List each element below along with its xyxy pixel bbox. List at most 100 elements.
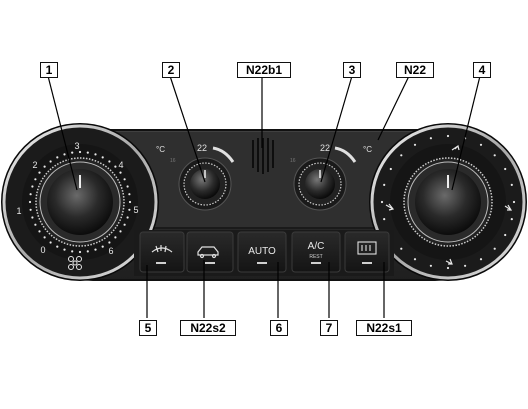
left-temperature-scale: °C 22 16 bbox=[156, 143, 235, 164]
ring-dot bbox=[119, 230, 122, 233]
ring-dot bbox=[38, 230, 41, 233]
right-temp-setpoint: 22 bbox=[320, 143, 330, 153]
scale-mark-3: 3 bbox=[74, 141, 79, 151]
ring-dot bbox=[429, 137, 432, 140]
recirculation-button[interactable] bbox=[186, 231, 234, 273]
ring-dot bbox=[446, 134, 450, 138]
ring-dot bbox=[128, 193, 131, 196]
ring-dot bbox=[493, 154, 496, 157]
leader-lines bbox=[47, 75, 481, 318]
left-knob-scale: 0 1 2 3 4 5 6 bbox=[16, 141, 138, 256]
ring-dot bbox=[119, 171, 122, 174]
scale-mark-0: 0 bbox=[40, 245, 45, 255]
ring-dot bbox=[78, 250, 82, 254]
ring-dot bbox=[413, 258, 417, 261]
ring-dot bbox=[108, 160, 111, 163]
rear-window-defrost-icon bbox=[357, 241, 377, 255]
ring-dot bbox=[512, 200, 516, 204]
ring-dot bbox=[31, 216, 34, 219]
ring-dot bbox=[493, 247, 496, 250]
right-temperature-scale: 22 16 °C bbox=[290, 143, 372, 164]
right-temp-low: 16 bbox=[290, 158, 296, 164]
ring-dot bbox=[38, 171, 41, 174]
ring-dot bbox=[126, 185, 129, 188]
ring-dot bbox=[56, 156, 59, 159]
scale-mark-4: 4 bbox=[118, 160, 123, 170]
ring-dot bbox=[63, 153, 66, 156]
callout-n22: N22 bbox=[396, 62, 434, 78]
ring-dot bbox=[114, 165, 117, 168]
air-distribution-knob[interactable] bbox=[403, 157, 493, 247]
ring-dot bbox=[86, 250, 89, 253]
ring-dot bbox=[479, 143, 483, 146]
right-temperature-knob[interactable] bbox=[293, 157, 347, 211]
scale-mark-1: 1 bbox=[16, 206, 21, 216]
ring-dot bbox=[34, 178, 37, 181]
air-to-face-icon bbox=[451, 144, 460, 151]
scale-mark-5: 5 bbox=[133, 205, 138, 215]
ring-dot bbox=[63, 248, 66, 251]
ring-dot bbox=[123, 223, 126, 226]
right-temp-unit: °C bbox=[363, 145, 372, 154]
ring-dot bbox=[94, 153, 97, 156]
scale-mark-2: 2 bbox=[32, 160, 37, 170]
ring-dot bbox=[101, 245, 104, 248]
ring-dot bbox=[126, 216, 129, 219]
ring-dot bbox=[510, 183, 513, 186]
ring-dot bbox=[43, 165, 46, 168]
ring-dot bbox=[400, 154, 403, 157]
ring-dot bbox=[510, 218, 513, 221]
ring-dot bbox=[446, 266, 450, 270]
callout-n22b1: N22b1 bbox=[237, 62, 291, 78]
ring-dot bbox=[413, 143, 417, 146]
ring-dot bbox=[29, 193, 32, 196]
left-temp-setpoint: 22 bbox=[197, 143, 207, 153]
auto-label: AUTO bbox=[248, 246, 276, 257]
ring-dot bbox=[123, 178, 126, 181]
ring-dot bbox=[383, 183, 386, 186]
left-temp-unit: °C bbox=[156, 145, 165, 154]
auto-button[interactable]: AUTO bbox=[237, 231, 287, 273]
ring-dot bbox=[389, 167, 392, 171]
ring-dot bbox=[101, 156, 104, 159]
ring-dot bbox=[34, 223, 37, 226]
defrost-button[interactable] bbox=[139, 231, 185, 273]
ring-dot bbox=[400, 247, 403, 250]
ring-dot bbox=[128, 200, 132, 204]
ring-dot bbox=[504, 233, 507, 237]
ring-dot bbox=[429, 264, 432, 267]
fan-speed-knob[interactable] bbox=[35, 157, 125, 247]
rear-defrost-button[interactable] bbox=[344, 231, 390, 273]
right-knob-dots bbox=[380, 134, 516, 270]
ring-dot bbox=[31, 185, 34, 188]
ring-dot bbox=[383, 218, 386, 221]
windshield-defrost-icon bbox=[151, 245, 173, 253]
recirculation-car-icon bbox=[197, 246, 219, 259]
ac-button[interactable]: A/C REST bbox=[291, 231, 341, 273]
callout-7: 7 bbox=[320, 320, 338, 336]
ring-dot bbox=[29, 208, 32, 211]
callout-4: 4 bbox=[473, 62, 491, 78]
callout-n22s1: N22s1 bbox=[356, 320, 412, 336]
ring-dot bbox=[56, 245, 59, 248]
ring-dot bbox=[464, 264, 467, 267]
left-temperature-knob[interactable] bbox=[178, 157, 232, 211]
fan-icon bbox=[68, 256, 82, 270]
scale-mark-6: 6 bbox=[108, 246, 113, 256]
ring-dot bbox=[71, 250, 74, 253]
ring-dot bbox=[43, 236, 46, 239]
callout-1: 1 bbox=[40, 62, 58, 78]
ac-rest-label: REST bbox=[309, 254, 322, 260]
ring-dot bbox=[128, 208, 131, 211]
air-to-windshield-icon bbox=[385, 203, 395, 211]
ring-dot bbox=[94, 248, 97, 251]
ring-dot bbox=[49, 241, 52, 244]
ring-dot bbox=[78, 150, 82, 154]
ring-dot bbox=[86, 151, 89, 154]
air-to-feet-icon bbox=[445, 258, 453, 265]
left-temp-low: 16 bbox=[170, 158, 176, 164]
callout-5: 5 bbox=[139, 320, 157, 336]
ring-dot bbox=[380, 200, 384, 204]
callout-6: 6 bbox=[270, 320, 288, 336]
interior-temperature-sensor-grille bbox=[252, 138, 274, 174]
